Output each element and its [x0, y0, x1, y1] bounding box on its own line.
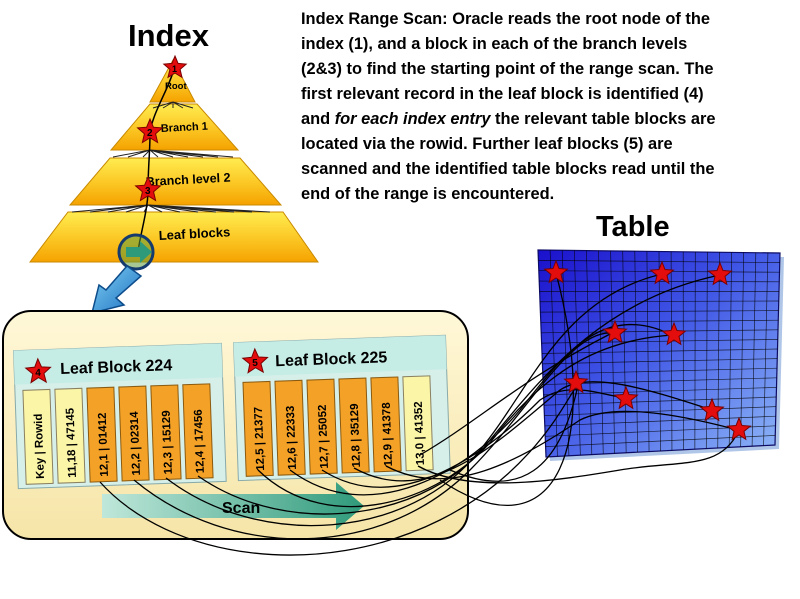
leaf-block-225-title: Leaf Block 225: [275, 349, 388, 370]
grid-line-vertical: [740, 252, 745, 447]
table-title: Table: [596, 211, 670, 243]
leaf-block-224-star: 4: [24, 357, 52, 384]
grid-line-vertical: [763, 252, 769, 446]
leaf-block-225-header: [233, 335, 447, 377]
description-line-3: (2&3) to find the starting point of the …: [301, 60, 714, 78]
star-icon: [613, 385, 639, 410]
leaf-row-13-0: [402, 375, 434, 472]
description-line-1: Index Range Scan: Oracle reads the root …: [301, 10, 710, 28]
leaf-row-12-9: [370, 376, 402, 473]
leaf-block-224-title: Leaf Block 224: [60, 357, 173, 378]
star-icon: [726, 416, 752, 441]
description-line-8: end of the range is encountered.: [301, 185, 554, 203]
description-line-7: scanned and the identified table blocks …: [301, 160, 714, 178]
pyramid-label-leaf: Leaf blocks: [158, 224, 230, 243]
leaf-block-224-header: [13, 343, 223, 385]
descend-arrow: [90, 264, 143, 315]
grid-line-horizontal: [542, 367, 778, 375]
star-number-4: 4: [35, 368, 41, 379]
leaf-block-224-rows: Key | Rowid 11,18 | 47145 12,1 | 01412 1…: [22, 383, 214, 485]
scan-label: Scan: [222, 500, 260, 517]
description-line-5-prefix: and: [301, 110, 335, 128]
star-number-3: 3: [145, 186, 151, 197]
pyramid-tier-branch2: [68, 157, 283, 206]
star-icon: [241, 347, 269, 374]
leaf-row-text: 12,2 | 02314: [129, 411, 143, 476]
grid-line-horizontal: [541, 348, 778, 354]
grid-line-vertical: [670, 251, 673, 451]
leaf-row-text: 11,18 | 47145: [65, 407, 79, 478]
grid-line-vertical: [728, 252, 732, 448]
leaf-row-text: Key | Rowid: [33, 413, 47, 479]
star-icon: [162, 54, 188, 79]
leaf-row-text: 13,0 | 41352: [413, 401, 427, 465]
leaf-row-text: 12,1 | 01412: [97, 412, 111, 476]
grid-line-horizontal: [543, 396, 777, 406]
star-icon: [24, 357, 52, 384]
star-icon: [699, 397, 725, 422]
leaf-row-12-7: [306, 378, 338, 475]
pyramid-descent-path: [137, 71, 174, 253]
pyramid-label-root: Root: [165, 81, 187, 92]
star-number-5: 5: [252, 358, 258, 369]
leaf-row-12-6: [274, 379, 306, 476]
star-icon: [661, 321, 687, 346]
leaf-block-225-star: 5: [241, 347, 269, 374]
leaf-row-12-1: [86, 386, 118, 483]
leaf-row-12-8: [338, 377, 370, 474]
description-line-5: and for each index entry the relevant ta…: [301, 110, 715, 128]
leaf-row-text: 12,9 | 41378: [381, 402, 395, 467]
star-icon: [707, 261, 733, 286]
leaf-row-text: 12,3 | 15129: [161, 410, 175, 474]
leaf-block-225: Leaf Block 225 5 12,5 | 21377 12,6 | 223…: [233, 334, 451, 482]
star-number-1: 1: [172, 64, 177, 74]
leaf-row-text: 12,8 | 35129: [349, 403, 363, 467]
leaf-block-224: Leaf Block 224 4 Key | Rowid 11,18 | 471…: [12, 342, 227, 490]
table-grid: [537, 249, 784, 461]
leaf-row-12-4: [182, 383, 214, 480]
pyramid-star-2: 2: [136, 117, 164, 144]
leaf-row-key-rowid: [22, 388, 54, 485]
star-icon: [563, 369, 589, 394]
star-icon: [543, 259, 569, 284]
star-icon: [649, 260, 675, 285]
leaf-row-text: 12,6 | 22333: [285, 406, 299, 470]
star-icon: [602, 319, 628, 344]
leaf-row-12-2: [118, 385, 150, 482]
leaf-block-225-rows: 12,5 | 21377 12,6 | 22333 12,7 | 25052 1…: [242, 375, 434, 477]
description-line-2: index (1), and a block in each of the br…: [301, 35, 687, 53]
description-emphasis: for each index entry: [335, 110, 492, 128]
table-stars: [543, 259, 752, 441]
index-title: Index: [128, 18, 210, 53]
description-line-6: located via the rowid. Further leaf bloc…: [301, 135, 673, 153]
leaf-row-12-5: [242, 380, 274, 477]
description-line-5-suffix: the relevant table blocks are: [490, 110, 715, 128]
index-pyramid: Root Branch 1 Branch level 2 Leaf blocks…: [28, 54, 319, 271]
star-number-2: 2: [147, 128, 153, 139]
leaf-row-text: 12,7 | 25052: [317, 404, 331, 468]
magnifier-arrow: [126, 241, 152, 263]
pyramid-label-branch1: Branch 1: [161, 121, 209, 135]
leaf-row-text: 12,5 | 21377: [253, 407, 267, 471]
description: Index Range Scan: Oracle reads the root …: [301, 10, 715, 203]
grid-line-horizontal: [544, 415, 776, 427]
pyramid-star-3: 3: [134, 175, 162, 202]
star-icon: [136, 117, 164, 144]
grid-line-horizontal: [543, 387, 777, 396]
pyramid-label-branch2: Branch level 2: [145, 171, 230, 189]
rowid-connectors: [99, 272, 739, 556]
description-line-4: first relevant record in the leaf block …: [301, 85, 704, 103]
star-icon: [134, 175, 162, 202]
pyramid-fanout-lines: [71, 101, 271, 213]
grid-line-horizontal: [544, 406, 777, 416]
grid-line-vertical: [751, 252, 757, 447]
leaf-row-text: 12,4 | 17456: [193, 409, 207, 473]
grid-line-horizontal: [545, 435, 776, 447]
leaf-row-11-18: [54, 387, 86, 484]
pyramid-star-1: 1: [162, 54, 188, 79]
grid-line-horizontal: [542, 358, 778, 365]
